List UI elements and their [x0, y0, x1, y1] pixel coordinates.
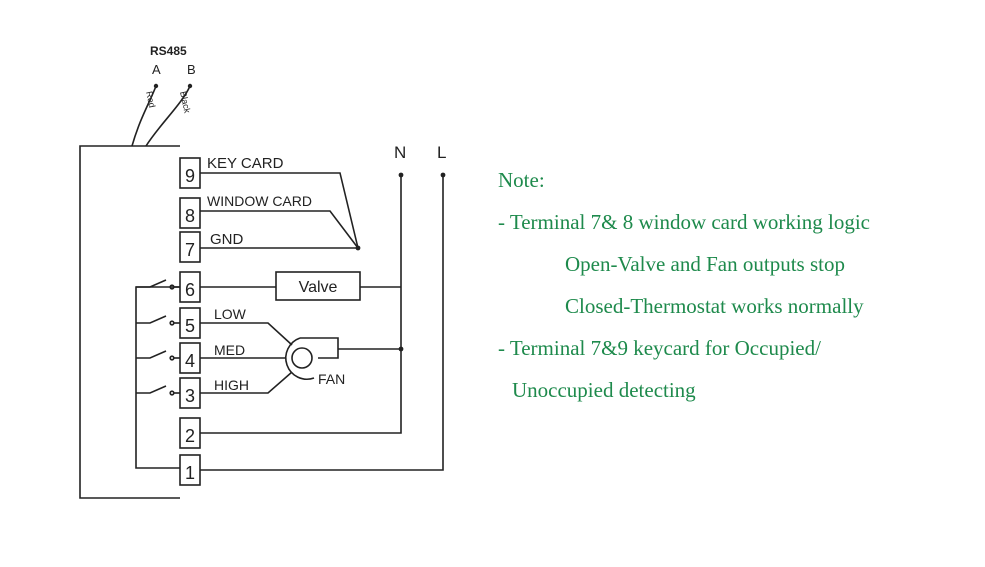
low-label: LOW	[214, 306, 247, 322]
gnd-label: GND	[210, 231, 244, 248]
terminal-3-number: 3	[185, 386, 195, 406]
neutral-label: N	[394, 143, 406, 162]
relay-switch-4	[136, 350, 180, 361]
card-junction	[355, 245, 361, 251]
relay-switch-3	[136, 385, 180, 396]
neutral-wire	[200, 175, 402, 434]
key-card-wire	[200, 172, 359, 249]
terminal-9-number: 9	[185, 166, 195, 186]
note-heading: Note:	[498, 168, 545, 192]
terminal-7-number: 7	[185, 240, 195, 260]
red-wire	[131, 85, 157, 147]
window-card-wire	[200, 210, 359, 249]
terminal-5-number: 5	[185, 316, 195, 336]
note-line-3: Closed-Thermostat works normally	[565, 294, 864, 318]
note-line-2: Open-Valve and Fan outputs stop	[565, 252, 845, 276]
high-wire	[200, 371, 293, 394]
valve-label: Valve	[299, 279, 338, 296]
relay-switch-5	[136, 315, 180, 326]
black-wire	[145, 85, 191, 147]
fan-icon	[285, 337, 339, 380]
line-wire	[200, 175, 444, 471]
relay-switch-6	[136, 279, 180, 290]
med-label: MED	[214, 342, 245, 358]
line-label: L	[437, 143, 446, 162]
terminal-1-number: 1	[185, 463, 195, 483]
black-wire-label: Black	[178, 90, 192, 114]
terminal-8-box	[179, 197, 201, 229]
rs485-b-label: B	[187, 62, 196, 77]
terminal-8-number: 8	[185, 206, 195, 226]
valve-box	[275, 271, 361, 301]
terminal-2-number: 2	[185, 426, 195, 446]
rs485-label: RS485	[150, 44, 187, 58]
key-card-label: KEY CARD	[207, 155, 284, 172]
terminal-6-number: 6	[185, 280, 195, 300]
relay-common-bus	[135, 286, 180, 469]
terminal-4-number: 4	[185, 351, 195, 371]
fan-label: FAN	[318, 371, 345, 387]
thermostat-body	[79, 145, 180, 499]
note-line-5: Unoccupied detecting	[512, 378, 696, 402]
terminal-7-box	[179, 231, 201, 263]
rs485-a-label: A	[152, 62, 161, 77]
high-label: HIGH	[214, 377, 249, 393]
red-wire-label: Red	[144, 90, 157, 108]
note-line-4: - Terminal 7&9 keycard for Occupied/	[498, 336, 821, 360]
window-card-label: WINDOW CARD	[207, 193, 312, 209]
low-wire	[200, 322, 293, 346]
note-line-1: - Terminal 7& 8 window card working logi…	[498, 210, 870, 234]
